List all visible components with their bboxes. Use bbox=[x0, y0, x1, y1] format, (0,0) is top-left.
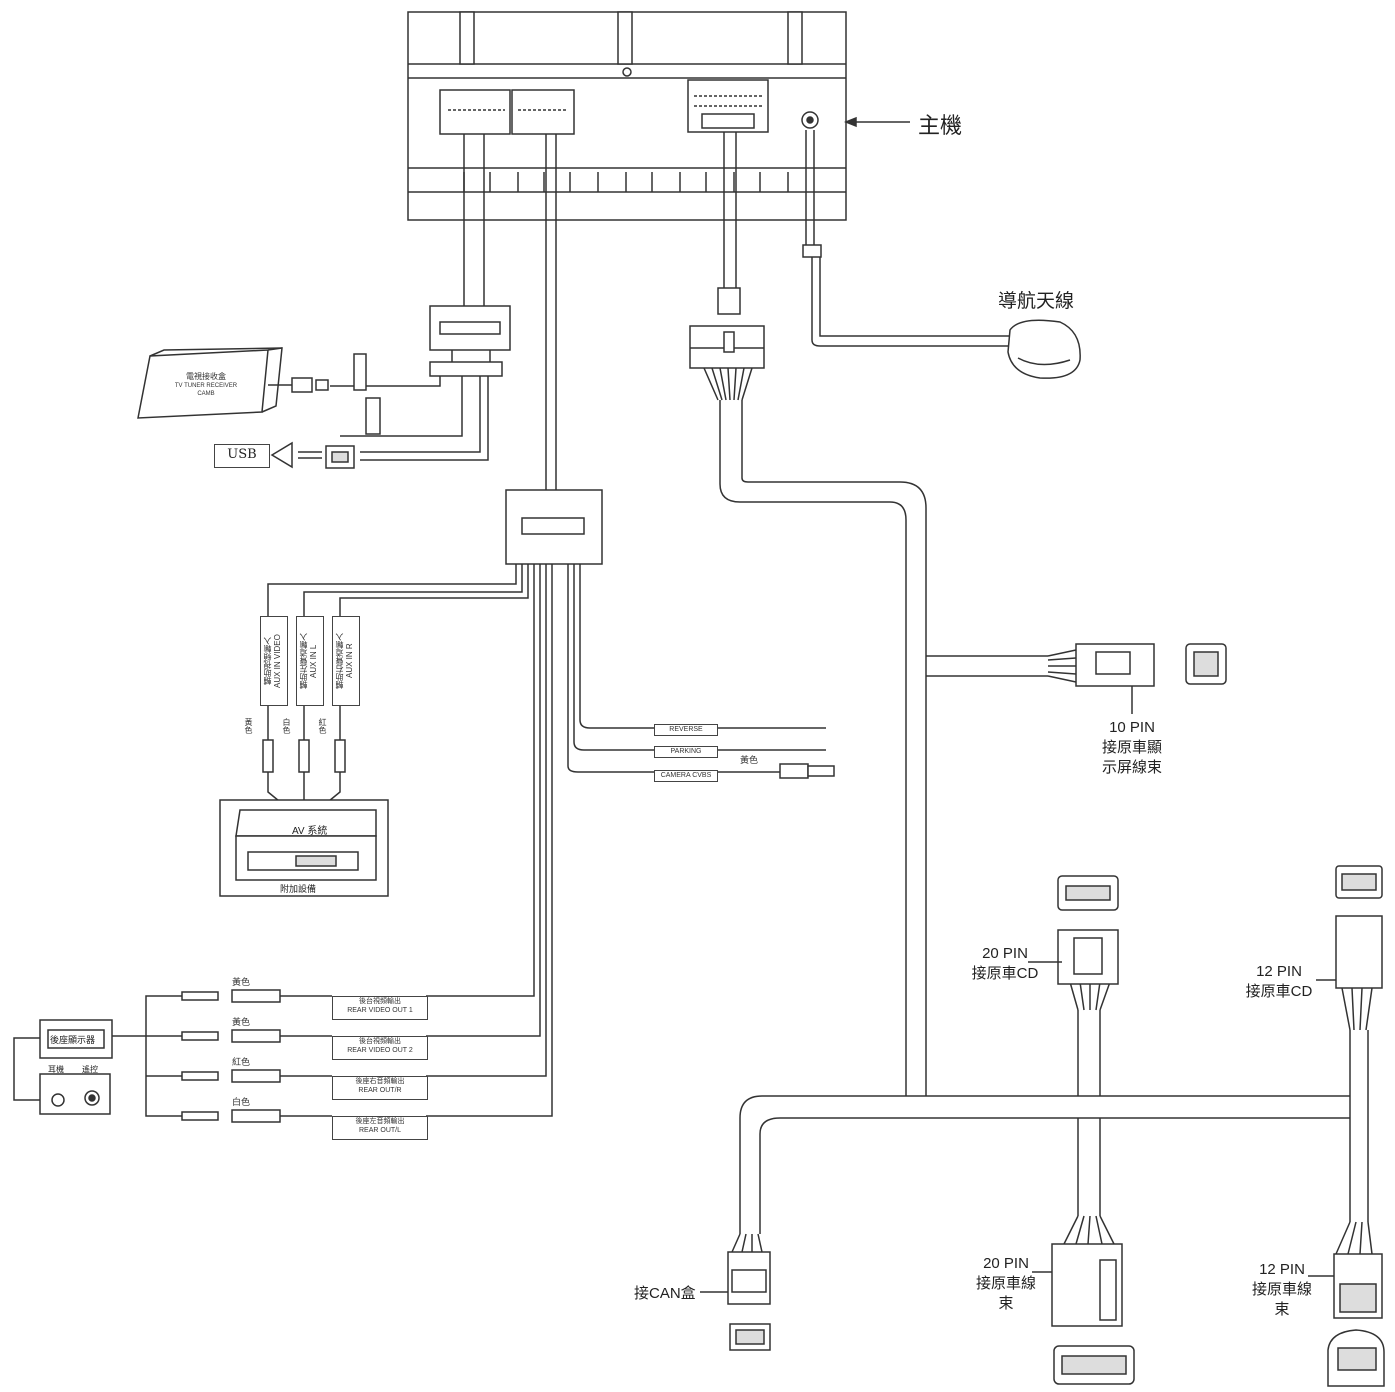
rear-video-2-tag: 後台視頻輸出 REAR VIDEO OUT 2 bbox=[332, 1036, 428, 1060]
rear-video-1-tag: 後台視頻輸出 REAR VIDEO OUT 1 bbox=[332, 996, 428, 1020]
rear-output-wires bbox=[112, 564, 553, 1123]
rear-display bbox=[13, 1019, 113, 1115]
nav-antenna-label: 導航天線 bbox=[998, 291, 1075, 312]
tv-box-label-en2: CAMB bbox=[197, 391, 215, 397]
pin10-label: 10 PIN 接原車顯 示屏線束 bbox=[1101, 719, 1162, 776]
junction-box-middle bbox=[505, 489, 603, 565]
tv-tuner-box bbox=[137, 347, 381, 435]
tv-box-label-en: TV TUNER RECEIVER bbox=[174, 383, 238, 389]
aux-l-color: 白色 bbox=[282, 718, 291, 734]
aux-video-tag: 輔助視頻輸入 AUX IN VIDEO bbox=[260, 616, 288, 706]
usb-connector bbox=[270, 441, 355, 469]
pin12-cd-label: 12 PIN 接原車CD bbox=[1245, 963, 1313, 1000]
rear-video-2-color: 黃色 bbox=[232, 1017, 251, 1027]
pin20-cd-label: 20 PIN 接原車CD bbox=[971, 945, 1039, 982]
aux-l-tag: 輔助左聲道輸入 AUX IN L bbox=[296, 616, 324, 706]
junction-box-upper bbox=[330, 305, 511, 461]
rear-out-l-tag: 後座左音頻輸出 REAR OUT/L bbox=[332, 1116, 428, 1140]
camera-tag: CAMERA CVBS bbox=[654, 770, 718, 782]
parking-tag: PARKING bbox=[654, 746, 718, 758]
rear-out-r-color: 紅色 bbox=[232, 1057, 251, 1067]
pin12-harness-label: 12 PIN 接原車線 束 bbox=[1251, 1261, 1312, 1318]
rear-display-label: 後座顯示器 bbox=[50, 1035, 96, 1045]
tv-box-label: 電視接收盒 bbox=[186, 372, 226, 381]
control-label: 遙控 bbox=[82, 1065, 98, 1074]
antenna-cable bbox=[802, 130, 1081, 379]
aux-r-color: 紅色 bbox=[318, 718, 327, 734]
rear-video-1-color: 黃色 bbox=[232, 977, 251, 987]
rear-out-l-color: 白色 bbox=[232, 1097, 251, 1107]
usb-label: USB bbox=[214, 444, 270, 468]
head-unit bbox=[407, 11, 910, 221]
aux-video-color: 黃色 bbox=[244, 718, 253, 734]
rear-out-r-tag: 後座右音頻輸出 REAR OUT/R bbox=[332, 1076, 428, 1100]
headphone-label: 耳機 bbox=[48, 1065, 64, 1074]
av-system bbox=[219, 799, 389, 897]
camera-color: 黃色 bbox=[740, 755, 759, 765]
av-bottom-label: 附加設備 bbox=[280, 884, 317, 894]
aux-r-tag: 輔助右聲道輸入 AUX IN R bbox=[332, 616, 360, 706]
main-harness bbox=[689, 325, 1385, 1387]
can-label: 接CAN盒 bbox=[634, 1285, 696, 1302]
reverse-tag: REVERSE bbox=[654, 724, 718, 736]
aux-wires bbox=[262, 564, 529, 811]
pin20-harness-label: 20 PIN 接原車線 束 bbox=[975, 1255, 1036, 1312]
head-unit-label: 主機 bbox=[918, 113, 963, 138]
trigger-wires bbox=[567, 564, 835, 779]
av-system-label: AV 系統 bbox=[292, 826, 328, 837]
